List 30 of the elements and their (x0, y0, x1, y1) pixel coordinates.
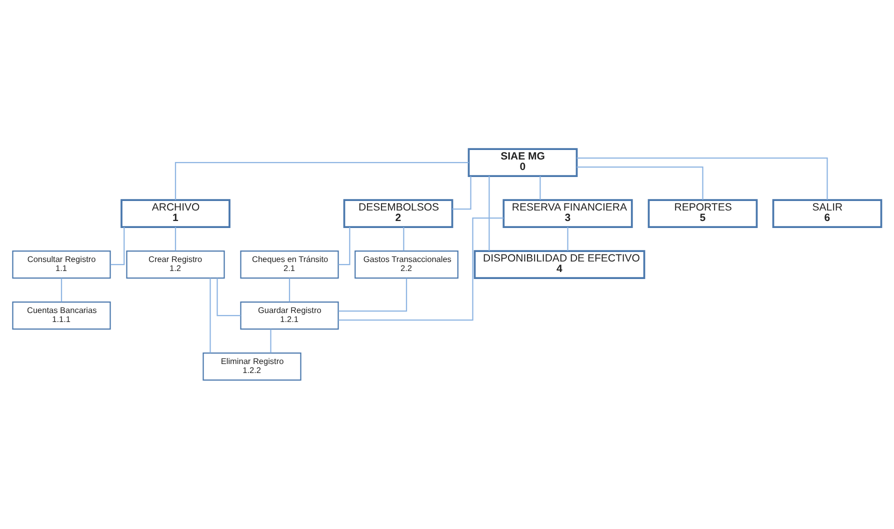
connector (270, 329, 272, 353)
connector (403, 227, 404, 251)
connector (288, 278, 290, 302)
node-box: Crear Registro 1.2 (126, 250, 225, 279)
node-box: ARCHIVO 1 (120, 199, 230, 228)
node-box: SALIR 6 (772, 199, 882, 228)
node-box: Guardar Registro 1.2.1 (240, 301, 339, 330)
node-box: RESERVA FINANCIERA 3 (502, 199, 633, 228)
node-box: DESEMBOLSOS 2 (343, 199, 454, 228)
connector (338, 278, 408, 312)
connector (488, 176, 490, 251)
connector (174, 162, 469, 200)
connector (567, 227, 568, 251)
node-box: SIAE MG 0 (468, 148, 578, 177)
connector (174, 227, 176, 251)
node-box: REPORTES 5 (648, 199, 758, 228)
node-box: Consultar Registro 1.1 (12, 250, 111, 279)
node-box: Cuentas Bancarias 1.1.1 (12, 301, 111, 330)
node-box: Cheques en Tránsito 2.1 (240, 250, 339, 279)
node-box: Gastos Transaccionales 2.2 (354, 250, 458, 279)
connector (540, 176, 541, 200)
connector (452, 176, 472, 210)
node-box: Eliminar Registro 1.2.2 (202, 352, 302, 381)
connector (210, 278, 211, 353)
connector (576, 166, 704, 200)
connector (60, 278, 62, 302)
connector (576, 157, 828, 200)
connector (216, 278, 241, 316)
connector (338, 217, 504, 321)
node-box: DISPONIBILIDAD DE EFECTIVO 4 (474, 250, 646, 279)
